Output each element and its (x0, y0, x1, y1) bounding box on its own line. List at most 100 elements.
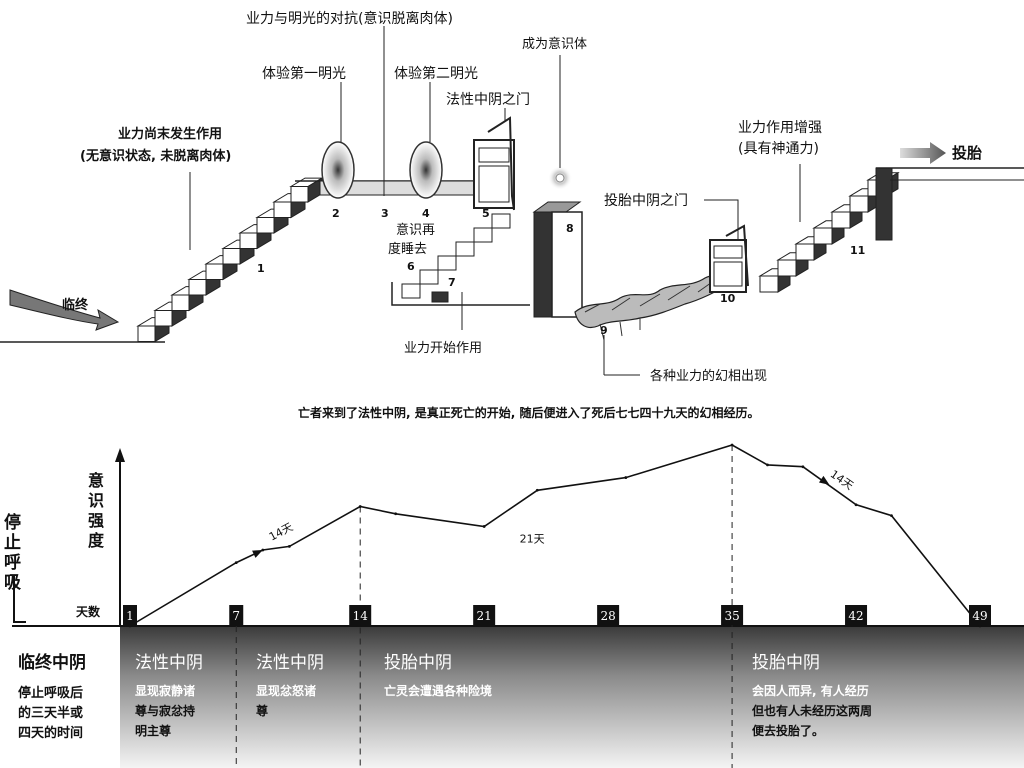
step-number-6: 6 (407, 260, 415, 273)
stage-2: 法性中阴 显现忿怒诸 尊 (256, 653, 324, 718)
day-tick-label: 42 (848, 609, 863, 623)
stair-step (401, 283, 421, 299)
dying-arrow-icon (9, 289, 120, 331)
label-illusions: 各种业力的幻相出现 (650, 368, 767, 384)
stage-desc-line: 尊与寂忿持 (135, 703, 195, 718)
day-tick: 14 (349, 605, 372, 625)
data-point (234, 561, 238, 565)
left-label-char-2: 止 (4, 532, 21, 553)
stage-title: 法性中阴 (135, 653, 203, 673)
data-point (978, 624, 982, 628)
step-number-1: 1 (257, 262, 265, 275)
stage-3: 投胎中阴 亡灵会遭遇各种险境 (384, 653, 492, 698)
label-struggle: 业力与明光的对抗(意识脱离肉体) (246, 10, 453, 27)
stage-0: 临终中阴 停止呼吸后 的三天半或 四天的时间 (18, 652, 86, 741)
ylabel-char-2: 识 (88, 491, 104, 510)
stage-desc-line: 亡灵会遭遇各种险境 (384, 683, 492, 698)
data-point (482, 525, 486, 528)
duration-annotation: 21天 (520, 533, 545, 546)
day-tick: 49 (969, 605, 991, 625)
stair-step (455, 241, 475, 257)
stage-desc-line: 停止呼吸后 (18, 685, 83, 701)
label-supernatural: (具有神通力) (738, 141, 819, 157)
stage-title: 投胎中阴 (752, 653, 820, 673)
y-axis-arrow-icon (115, 448, 125, 462)
day-tick: 1 (123, 605, 137, 625)
stair-step (491, 213, 511, 229)
consciousness-star-icon (548, 166, 572, 190)
stage-desc-line: 明主尊 (135, 723, 171, 738)
stage-desc-line: 会因人而异, 有人经历 (752, 683, 869, 698)
second-light-icon (409, 141, 443, 199)
label-karma-not-acting: 业力尚末发生作用 (118, 126, 222, 142)
stage-title: 临终中阴 (18, 652, 86, 673)
label-rebirth-gate: 投胎中阴之门 (604, 193, 688, 209)
stage-4: 投胎中阴 会因人而异, 有人经历 但也有人未经历这两周 便去投胎了。 (751, 653, 872, 738)
label-reawaken-1: 意识再 (396, 222, 435, 238)
step-number-4: 4 (422, 207, 430, 220)
day-tick-label: 1 (126, 609, 134, 623)
pillar-8 (532, 201, 583, 318)
stage-desc-line: 尊 (256, 703, 268, 718)
data-point (394, 512, 398, 516)
stage-band (120, 626, 1024, 768)
step-number-2: 2 (332, 207, 340, 220)
stage-title: 法性中阴 (256, 653, 324, 673)
data-point (128, 624, 132, 628)
stairs-right (758, 167, 900, 293)
day-tick: 21 (473, 605, 496, 625)
day-tick-label: 49 (972, 609, 987, 623)
stair-step (473, 227, 493, 243)
step-number-10: 10 (720, 292, 736, 305)
day-tick: 7 (229, 605, 244, 625)
dying-label: 临终 (62, 297, 89, 313)
stage-desc-line: 便去投胎了。 (752, 723, 824, 738)
day-tick: 28 (597, 605, 620, 625)
data-point (766, 463, 769, 467)
stage-desc-line: 显现寂静诸 (135, 683, 195, 698)
duration-annotation: 14天 (828, 468, 856, 493)
stair-step (437, 255, 457, 271)
day-tick-label: 7 (232, 609, 240, 623)
rebirth-arrow-icon (900, 142, 946, 164)
day-tick: 42 (845, 605, 868, 625)
data-point (358, 505, 362, 508)
stage-desc-line: 显现忿怒诸 (256, 683, 316, 698)
data-point (535, 488, 539, 492)
label-become-consciousness: 成为意识体 (522, 36, 587, 52)
left-label-char-3: 呼 (4, 553, 21, 573)
caption: 亡者来到了法性中阴, 是真正死亡的开始, 随后便进入了死后七七四十九天的幻相经历… (298, 405, 759, 420)
data-point (624, 476, 628, 479)
illusions-rocks (574, 271, 731, 341)
left-label-char-4: 吸 (4, 573, 22, 593)
label-reawaken-2: 度睡去 (388, 241, 427, 257)
line-arrow-icon (252, 549, 263, 558)
data-point (730, 443, 734, 447)
label-first-light: 体验第一明光 (262, 65, 346, 82)
label-karma-strengthens: 业力作用增强 (738, 120, 822, 136)
step-number-5: 5 (482, 207, 490, 220)
stage-desc-line: 四天的时间 (18, 725, 83, 741)
stage-desc-line: 但也有人未经历这两周 (751, 703, 872, 718)
ylabel-char-4: 度 (88, 531, 105, 550)
step-number-8: 8 (566, 222, 574, 235)
day-tick-label: 21 (477, 609, 492, 623)
stairs-left (136, 177, 324, 343)
step-number-11: 11 (850, 244, 865, 257)
day-tick: 35 (721, 605, 744, 625)
ylabel-char-1: 意 (88, 471, 104, 490)
label-rebirth: 投胎 (952, 144, 982, 162)
stage-desc-line: 的三天半或 (18, 705, 83, 721)
step-number-7: 7 (448, 276, 456, 289)
ylabel-char-3: 强 (88, 511, 104, 530)
dharmata-door-icon (473, 116, 515, 211)
stage-1: 法性中阴 显现寂静诸 尊与寂忿持 明主尊 (135, 653, 203, 738)
day-tick-label: 35 (724, 609, 739, 623)
data-point (287, 544, 291, 548)
label-second-light: 体验第二明光 (394, 65, 478, 82)
stair-step-dark (431, 291, 449, 303)
x-axis-label: 天数 (76, 604, 101, 619)
consciousness-line (129, 444, 981, 627)
